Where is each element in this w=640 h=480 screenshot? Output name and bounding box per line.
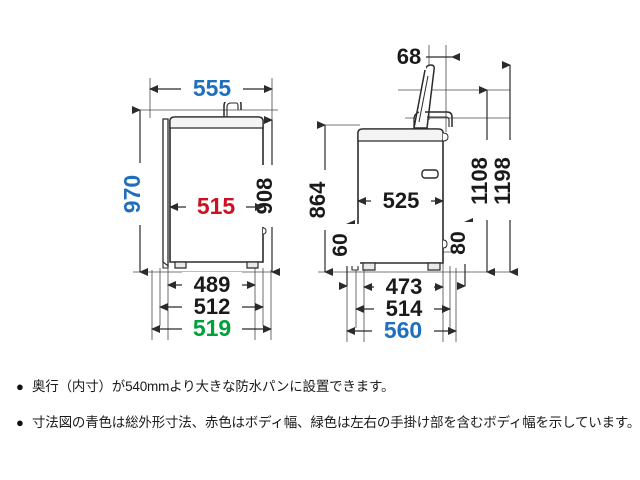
dim-label-864: 864 <box>305 181 330 218</box>
dim-label-473: 473 <box>386 274 423 299</box>
dim-front-overall-height: 970 <box>119 106 154 276</box>
dim-side-lid-open-height-2: 1198 <box>490 61 524 276</box>
dim-label-970: 970 <box>119 175 145 213</box>
dim-side-base-clearance-right: 80 <box>447 218 478 290</box>
dim-label-515: 515 <box>197 193 236 219</box>
note-item: ● 寸法図の青色は総外形寸法、赤色はボディ幅、緑色は左右の手掛け部を含むボディ幅… <box>16 414 640 432</box>
dim-front-foot-outer-width: 512 <box>159 294 264 320</box>
dim-front-body-width: 515 <box>169 193 264 220</box>
washer-side-body <box>351 64 453 271</box>
dim-label-560: 560 <box>384 317 422 343</box>
dim-label-80: 80 <box>447 231 470 254</box>
dim-label-60: 60 <box>329 233 352 256</box>
dim-side-foot-inner-depth: 473 <box>363 274 444 300</box>
dim-side-lid-offset: 68 <box>392 44 460 70</box>
dim-side-overall-depth: 560 <box>346 317 457 344</box>
dim-front-foot-inner-width: 489 <box>167 272 256 298</box>
dim-label-1108: 1108 <box>467 157 492 205</box>
dim-label-519: 519 <box>193 315 231 341</box>
note-text: 奥行（内寸）が540mmより大きな防水パンに設置できます。 <box>32 379 395 394</box>
dim-front-overall-width: 555 <box>149 75 273 102</box>
washer-front-body <box>162 99 268 269</box>
dim-label-555: 555 <box>193 75 232 101</box>
dim-front-grip-width: 519 <box>151 315 272 342</box>
dim-side-body-depth: 525 <box>357 188 444 214</box>
notes-list: ● 奥行（内寸）が540mmより大きな防水パンに設置できます。 ● 寸法図の青色… <box>16 378 640 450</box>
dim-side-foot-outer-depth: 514 <box>355 296 451 322</box>
dim-side-body-height: 864 <box>305 121 339 276</box>
bullet-icon: ● <box>16 415 24 430</box>
side-view-group: 68 864 60 525 <box>305 44 524 344</box>
front-view-group: 555 970 908 515 <box>119 75 286 342</box>
dim-side-lid-open-height-1: 1108 <box>467 86 501 276</box>
dim-label-512: 512 <box>194 294 231 319</box>
appliance-dimension-drawing: 555 970 908 515 <box>119 44 524 344</box>
note-text: 寸法図の青色は総外形寸法、赤色はボディ幅、緑色は左右の手掛け部を含むボディ幅を示… <box>32 415 640 430</box>
dim-label-908: 908 <box>252 178 277 215</box>
dim-label-489: 489 <box>194 272 231 297</box>
bullet-icon: ● <box>16 379 24 394</box>
dim-front-body-height: 908 <box>252 116 286 276</box>
note-item: ● 奥行（内寸）が540mmより大きな防水パンに設置できます。 <box>16 378 628 396</box>
dim-label-525: 525 <box>383 188 420 213</box>
dim-side-base-clearance-left: 60 <box>329 220 360 290</box>
dim-label-1198: 1198 <box>490 157 515 205</box>
dim-label-514: 514 <box>386 296 423 321</box>
dim-label-68: 68 <box>397 44 421 69</box>
